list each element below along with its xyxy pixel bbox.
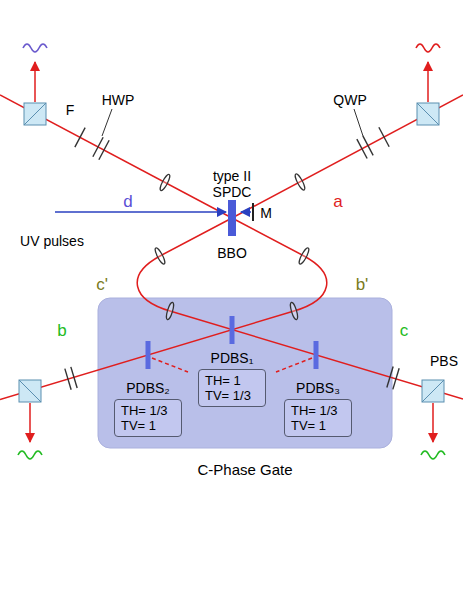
leak-beam [276,358,312,372]
output-arrow [427,62,429,102]
transmission-values: TH= 1/3 TV= 1 [121,403,175,433]
pdbs-plate [146,341,151,369]
mirror [252,203,254,221]
lens [165,302,175,321]
mode-label: c [400,321,409,340]
mode-label: c' [96,275,108,294]
gate-region: C-Phase GatePDBS₁TH= 1 TV= 1/3PDBS₂TH= 1… [98,298,392,448]
detector [23,44,47,52]
crystal-name: BBO [217,245,247,261]
pdbs-plate [230,316,235,344]
transmission-values: TH= 1 TV= 1/3 [205,373,259,403]
output-arrow [432,403,434,442]
output-arrow [29,403,31,442]
transmission-box: TH= 1/3 TV= 1 [114,399,182,437]
mode-label: d [123,192,132,211]
output-arrow [34,62,36,102]
component-name: PDBS₂ [126,380,170,396]
leak-beam [152,358,188,372]
mode-label: b [57,321,66,340]
pump-return [241,211,251,213]
transmission-box: TH= 1/3 TV= 1 [284,399,352,437]
pump-label: UV pulses [20,233,84,249]
pbs-cube [417,103,439,125]
filter [379,127,389,146]
wave-plate [99,140,109,159]
beam [0,95,232,218]
mode-label: a [333,192,342,211]
detector [421,451,445,459]
waveplate-label: QWP [333,92,366,108]
pbs-label: PBS [430,353,458,369]
component-name: PDBS₃ [296,380,340,396]
filter [75,128,85,147]
pbs-cube [422,380,444,402]
pdbs-plate [314,341,319,369]
pbs-cube [19,380,41,402]
leader-line [102,109,112,136]
group-title: C-Phase Gate [197,461,292,478]
detector [18,451,42,459]
component-name: PDBS₁ [211,350,254,366]
wave-plate [387,366,393,387]
pbs-diagonal [422,380,444,402]
beam-splitter-card: PDBS₁ TH= 1 TV= 1/3 [198,350,266,407]
pbs-diagonal [417,103,439,125]
transmission-box: TH= 1 TV= 1/3 [198,369,266,407]
beam [232,95,463,218]
wave-plate [393,368,399,389]
lens [298,247,311,265]
lens [289,302,299,321]
detector [416,44,440,52]
waveplate-label: HWP [102,92,135,108]
mirror-label: M [260,205,272,221]
beam-splitter-card: PDBS₃ TH= 1/3 TV= 1 [284,380,352,437]
crystal-type: type II SPDC [204,168,260,200]
wave-plate [65,369,71,390]
filter-label: F [66,102,75,118]
pump-beam [55,211,226,213]
transmission-values: TH= 1/3 TV= 1 [291,403,345,433]
gate-ground [98,298,392,448]
leader-line [354,109,363,136]
beam-splitter-card: PDBS₂ TH= 1/3 TV= 1 [114,380,182,437]
wave-plate [71,367,77,388]
wave-plate [363,136,373,155]
beam [0,218,327,400]
pbs-cube [24,103,46,125]
mode-label: b' [356,275,369,294]
pbs-diagonal [19,380,41,402]
lens [159,173,172,191]
lens [154,247,167,265]
lens [294,173,307,191]
pbs-diagonal [24,103,46,125]
bbo-crystal [228,200,236,236]
